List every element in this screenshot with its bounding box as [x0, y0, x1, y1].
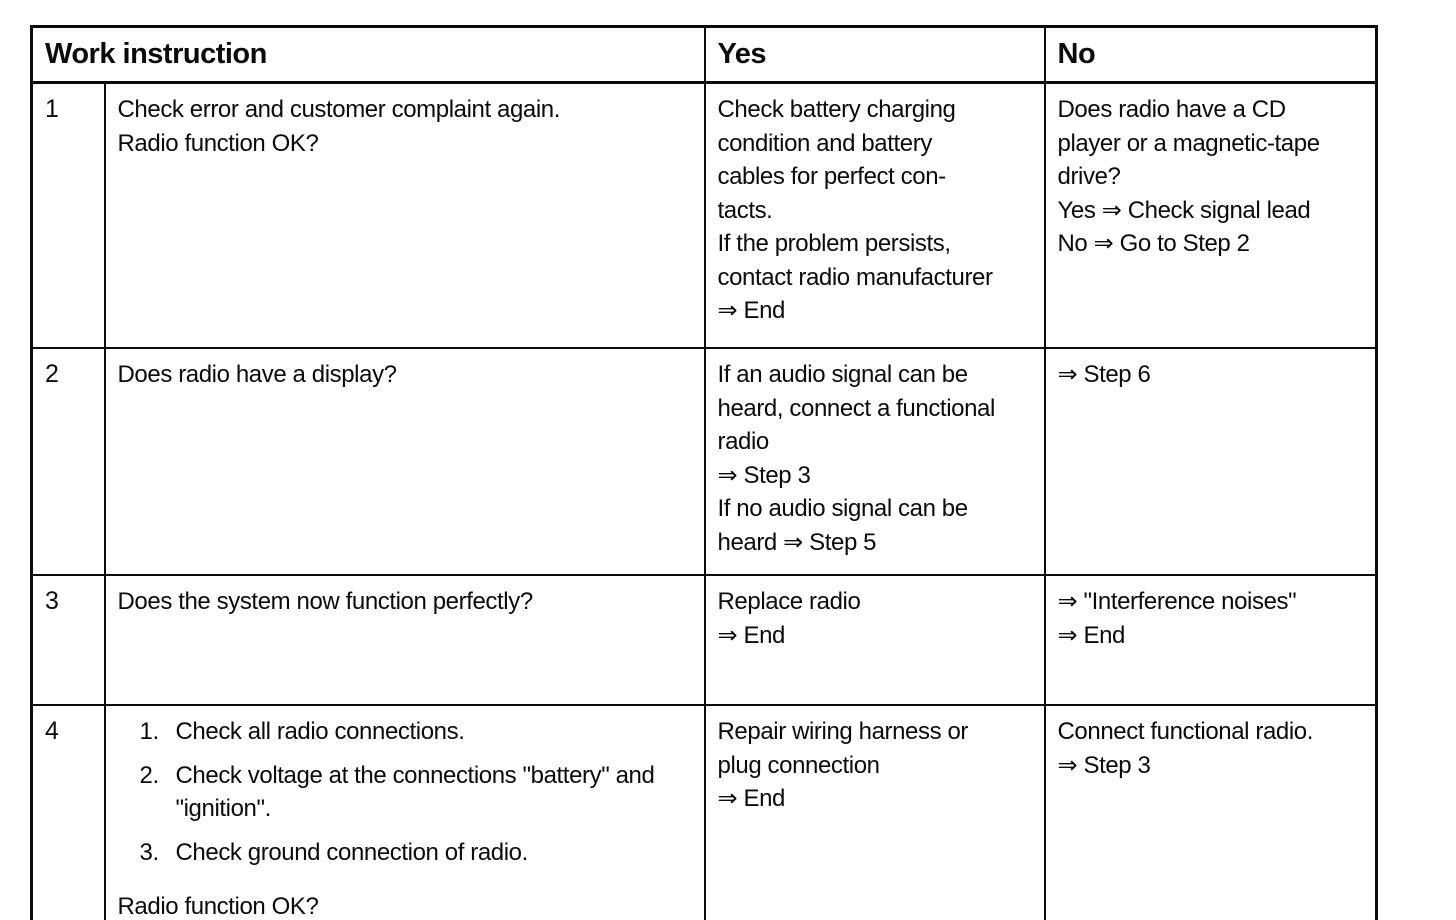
cell-text-line: Connect functional radio.: [1057, 718, 1314, 745]
cell-text-line: If an audio signal can be: [717, 361, 969, 388]
cell-text-line: ⇒ "Interference noises": [1057, 588, 1297, 615]
cell-text-line: No ⇒ Go to Step 2: [1057, 230, 1250, 257]
cell-text-line: cables for perfect con-: [717, 163, 947, 190]
cell-text-line: ⇒ End: [717, 297, 786, 324]
cell-text-line: Radio function OK?: [117, 129, 319, 157]
list-item-number: 1.: [139, 718, 160, 745]
no-cell: Connect functional radio. ⇒ Step 3: [1043, 704, 1378, 920]
cell-text-line: ⇒ End: [717, 785, 786, 812]
step-number-cell: 4: [30, 704, 106, 920]
list-item-text: Check all radio connections.: [175, 718, 465, 745]
cell-text-line: drive?: [1057, 163, 1121, 190]
list-item-text: Check ground connection of radio.: [175, 838, 529, 866]
instruction-list-item: 1. Check all radio connections.: [140, 715, 694, 749]
cell-text-line: Replace radio: [717, 588, 861, 615]
table-row-step-3: 3 Does the system now function perfectly…: [30, 574, 1378, 706]
cell-text-line: radio: [717, 428, 770, 455]
list-item-number: 2.: [139, 761, 160, 789]
instruction-cell: 1. Check all radio connections. 2. Check…: [103, 704, 706, 920]
cell-text-line: Check battery charging: [717, 96, 956, 123]
step-number: 4: [45, 717, 59, 745]
cell-text-line: If the problem persists,: [717, 230, 952, 257]
instruction-list-item: 3. Check ground connection of radio.: [140, 836, 694, 870]
step-number-cell: 3: [30, 574, 106, 706]
cell-text-line: contact radio manufacturer: [717, 263, 993, 291]
table-row-step-4: 4 1. Check all radio connections. 2. Che…: [30, 704, 1378, 920]
cell-text-line: ⇒ Step 6: [1057, 361, 1151, 388]
cell-text-line: plug connection: [717, 751, 881, 779]
step-number-cell: 2: [30, 347, 106, 576]
instruction-cell: Does radio have a display?: [103, 347, 706, 576]
cell-text-line: ⇒ Step 3: [717, 461, 811, 489]
yes-cell: If an audio signal can be heard, connect…: [703, 347, 1046, 576]
instruction-cell: Check error and customer complaint again…: [103, 81, 706, 349]
cell-text-line: Does radio have a display?: [117, 361, 398, 388]
cell-text-line: Check error and customer complaint again…: [117, 96, 561, 123]
no-cell: ⇒ Step 6: [1043, 347, 1378, 576]
list-item-text: Check voltage at the connections "batter…: [175, 761, 655, 823]
table-header-no: No: [1043, 25, 1378, 84]
cell-text-line: Repair wiring harness or: [717, 718, 969, 745]
instruction-footer: Radio function OK?: [117, 893, 319, 920]
yes-cell: Check battery charging condition and bat…: [703, 81, 1046, 349]
cell-text-line: Yes ⇒ Check signal lead: [1057, 196, 1311, 224]
instruction-list-item: 2. Check voltage at the connections "bat…: [140, 759, 694, 826]
table-row-step-2: 2 Does radio have a display? If an audio…: [30, 347, 1378, 576]
no-cell: ⇒ "Interference noises" ⇒ End: [1043, 574, 1378, 706]
table-header-row: Work instruction Yes No: [30, 25, 1378, 84]
table-header-work-instruction: Work instruction: [30, 25, 706, 84]
cell-text-line: ⇒ Step 3: [1057, 751, 1151, 779]
cell-text-line: heard, connect a functional: [717, 394, 996, 422]
step-number: 2: [45, 360, 59, 388]
instruction-list: 1. Check all radio connections. 2. Check…: [118, 715, 694, 920]
instruction-cell: Does the system now function perfectly?: [103, 574, 706, 706]
cell-text-line: ⇒ End: [1057, 621, 1126, 649]
yes-cell: Replace radio ⇒ End: [703, 574, 1046, 706]
cell-text-line: condition and battery: [717, 129, 933, 157]
cell-text-line: player or a magnetic-tape: [1057, 129, 1321, 157]
step-number: 3: [45, 587, 59, 615]
no-cell: Does radio have a CD player or a magneti…: [1043, 81, 1378, 349]
table-row-step-1: 1 Check error and customer complaint aga…: [30, 81, 1378, 349]
cell-text-line: Does the system now function perfectly?: [117, 588, 534, 615]
cell-text-line: Does radio have a CD: [1057, 96, 1287, 123]
troubleshooting-table: Work instruction Yes No 1 Check error an…: [30, 25, 1378, 920]
cell-text-line: tacts.: [717, 196, 773, 224]
step-number-cell: 1: [30, 81, 106, 349]
list-item-number: 3.: [139, 838, 160, 866]
table-header-yes: Yes: [703, 25, 1046, 84]
cell-text-line: ⇒ End: [717, 621, 786, 649]
cell-text-line: heard ⇒ Step 5: [717, 528, 877, 556]
yes-cell: Repair wiring harness or plug connection…: [703, 704, 1046, 920]
step-number: 1: [45, 95, 59, 123]
cell-text-line: If no audio signal can be: [717, 495, 969, 522]
